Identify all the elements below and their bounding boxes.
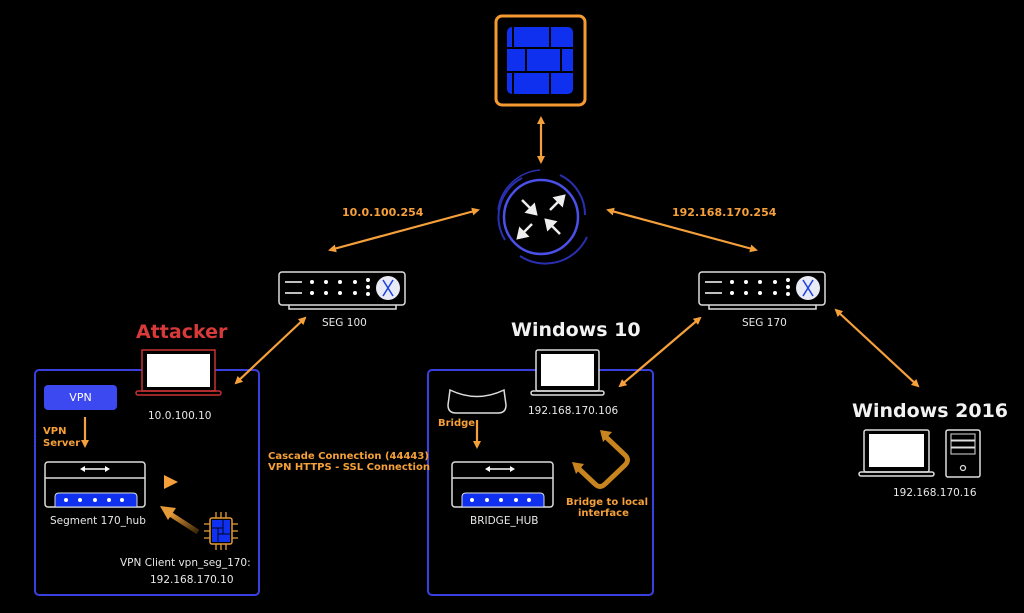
seg100-attacker-link <box>234 316 307 385</box>
seg170-label: SEG 170 <box>742 317 787 329</box>
bridge-to-local-arrow <box>572 430 630 489</box>
cascade-ssl-label: VPN HTTPS - SSL Connection <box>268 462 430 473</box>
server-tower-icon <box>945 429 981 478</box>
windows10-laptop-icon <box>530 349 605 396</box>
bridge-local-label-2: interface <box>578 508 629 519</box>
vpn-client-to-hub-arrow <box>168 511 200 535</box>
segment-hub-label: Segment 170_hub <box>50 515 146 527</box>
seg170-gateway-ip: 192.168.170.254 <box>672 206 777 219</box>
seg170-windows10-link <box>618 316 702 388</box>
router-seg170-link <box>606 207 758 253</box>
bridge-hub-icon <box>451 461 554 508</box>
bridge-icon <box>447 388 507 414</box>
windows10-ip: 192.168.170.106 <box>528 405 619 417</box>
bridge-local-label-1: Bridge to local <box>566 497 649 508</box>
vpn-server-button[interactable]: VPN <box>44 385 117 410</box>
cascade-connection-label: Cascade Connection (44443) <box>268 451 429 462</box>
vpn-client-label: VPN Client vpn_seg_170: <box>120 557 251 569</box>
attacker-laptop-icon <box>135 349 222 396</box>
router-seg100-link <box>328 207 480 253</box>
seg100-gateway-ip: 10.0.100.254 <box>342 206 424 219</box>
bridge-hub-label: BRIDGE_HUB <box>470 515 539 527</box>
attacker-ip: 10.0.100.10 <box>148 410 212 422</box>
router-icon <box>497 169 588 265</box>
windows2016-ip: 192.168.170.16 <box>893 487 977 499</box>
windows2016-laptop-icon <box>858 429 935 477</box>
bridge-note: Bridge <box>438 418 476 429</box>
segment-hub-icon <box>44 461 146 508</box>
windows2016-title: Windows 2016 <box>852 400 1009 422</box>
switch-seg100-icon <box>278 271 406 310</box>
switch-seg170-icon <box>698 271 826 310</box>
seg100-label: SEG 100 <box>322 317 367 329</box>
seg170-windows2016-link <box>834 308 920 388</box>
firewall-icon <box>494 14 587 107</box>
vpn-server-note: VPN Server <box>43 426 81 449</box>
vpn-client-chip-icon <box>204 512 238 550</box>
windows10-title: Windows 10 <box>511 319 641 341</box>
attacker-title: Attacker <box>136 321 228 343</box>
vpn-client-ip: 192.168.170.10 <box>150 574 234 586</box>
